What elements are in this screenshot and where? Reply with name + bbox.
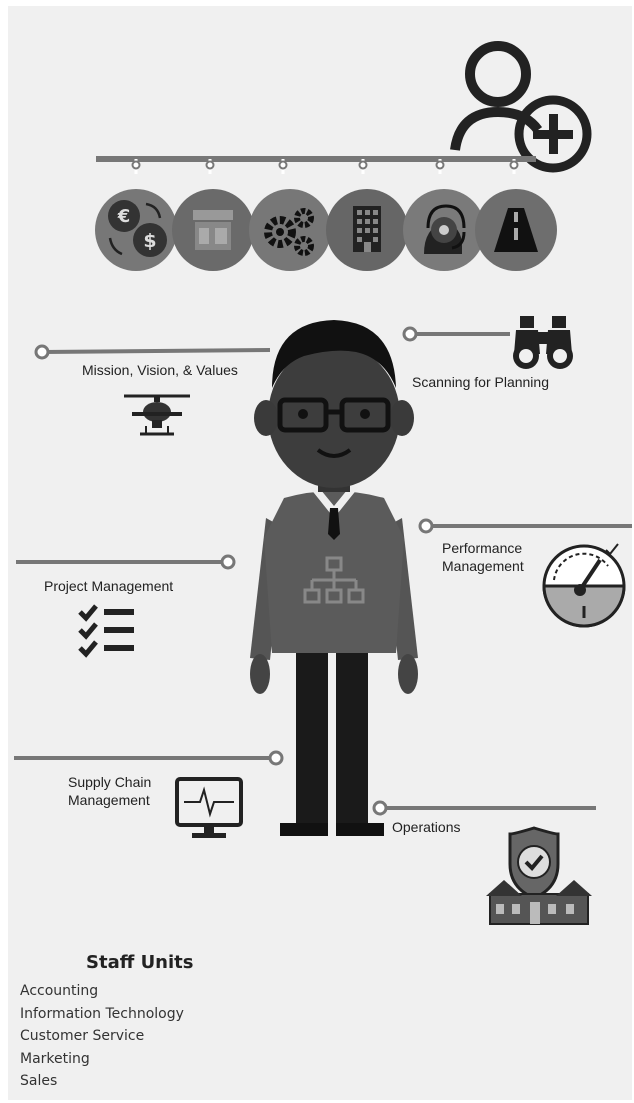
- road-icon: [475, 189, 557, 271]
- storefront-icon: [172, 189, 254, 271]
- operations-connector: [372, 800, 596, 816]
- top-connector-line: [96, 156, 536, 174]
- monitor-heartbeat-icon: [175, 777, 243, 838]
- supply-label: Supply Chain Management: [68, 774, 152, 808]
- mission-connector: [34, 344, 271, 360]
- project-label: Project Management: [44, 578, 174, 594]
- svg-text:$: $: [143, 230, 156, 252]
- staff-unit-item: Customer Service: [20, 1028, 145, 1044]
- mission-label: Mission, Vision, & Values: [82, 362, 238, 378]
- binoculars-icon: [513, 316, 573, 369]
- helicopter-icon: [124, 394, 190, 436]
- add-user-icon: [450, 41, 592, 173]
- gauge-icon: [542, 543, 626, 628]
- staff-units-title: Staff Units: [86, 952, 194, 973]
- businessman-figure: [250, 320, 418, 836]
- performance-connector: [418, 518, 632, 534]
- project-connector: [16, 554, 236, 570]
- staff-units-list: Accounting Information Technology Custom…: [20, 980, 184, 1093]
- staff-unit-item: Marketing: [20, 1050, 90, 1067]
- supply-connector: [14, 750, 284, 766]
- staff-unit-item: Sales: [20, 1073, 58, 1089]
- call-center-agent-icon: [403, 189, 485, 271]
- operations-label: Operations: [392, 819, 461, 835]
- staff-unit-item: Information Technology: [20, 1005, 184, 1022]
- office-building-icon: [326, 189, 408, 271]
- shield-houses-icon: [486, 826, 592, 925]
- staff-unit-item: Accounting: [20, 983, 99, 999]
- performance-label: Performance Management: [442, 540, 524, 574]
- infographic-canvas: € $: [8, 6, 632, 1100]
- scanning-label: Scanning for Planning: [412, 374, 549, 390]
- scanning-connector: [402, 326, 510, 342]
- currency-exchange-icon: € $: [95, 189, 177, 271]
- checklist-icon: [78, 604, 134, 658]
- svg-text:€: €: [117, 206, 131, 227]
- gears-icon: [249, 189, 331, 271]
